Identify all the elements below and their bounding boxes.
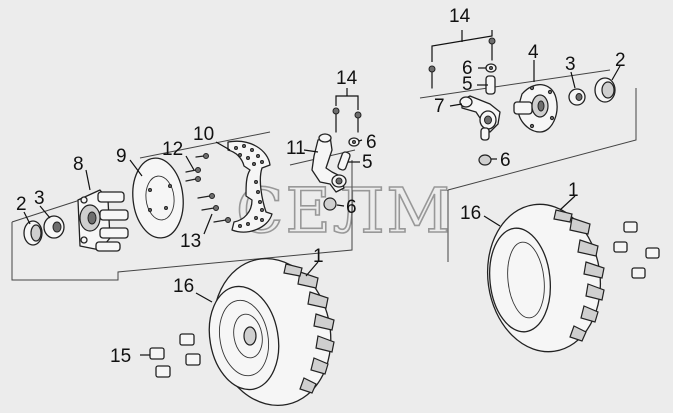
callout-15: 15 <box>110 346 131 367</box>
steering-knuckle-right <box>459 95 501 141</box>
lug-nuts-left <box>149 333 201 378</box>
brake-rotor-drilled <box>227 140 273 233</box>
wheel-hub-left <box>77 189 129 252</box>
callout-2a: 2 <box>615 50 626 71</box>
tire-tread-left <box>283 263 335 394</box>
callout-11: 11 <box>286 138 306 159</box>
steering-knuckle-left <box>311 133 347 193</box>
axle-nut-left <box>43 215 65 239</box>
callout-10: 10 <box>193 124 214 145</box>
axle-nut-right <box>568 88 586 106</box>
assembly-boundary-lines <box>11 69 637 281</box>
wheel-hub-right <box>513 84 558 133</box>
tire-tread-right <box>553 209 605 342</box>
callout-16b: 16 <box>173 276 194 297</box>
callout-8: 8 <box>73 154 84 175</box>
callout-9: 9 <box>116 146 127 167</box>
callout-labels: 1 1 2 2 3 3 4 5 5 6 6 6 6 7 8 9 10 11 12… <box>16 6 626 367</box>
bushing-6b <box>323 197 337 211</box>
callout-5b: 5 <box>362 152 373 173</box>
callout-6c: 6 <box>500 150 511 171</box>
callout-12: 12 <box>162 139 183 160</box>
lug-nuts-right <box>613 221 660 279</box>
washer-6a <box>348 137 360 147</box>
callout-5a: 5 <box>462 74 473 95</box>
dust-cap-right <box>594 77 616 103</box>
callout-6a: 6 <box>462 58 473 79</box>
pin-5a <box>337 151 351 171</box>
disc-bolts-upper <box>185 153 209 182</box>
callout-4: 4 <box>528 42 539 63</box>
disc-bolts-lower <box>197 193 231 223</box>
rotor-holes <box>234 144 264 228</box>
callout-1a: 1 <box>568 180 579 201</box>
callout-1b: 1 <box>313 246 324 267</box>
bolts-14-right <box>428 37 496 89</box>
washer-6c <box>485 63 497 73</box>
callout-3b: 3 <box>34 188 45 209</box>
dust-cap-left <box>23 220 43 246</box>
callout-6b: 6 <box>366 132 377 153</box>
callout-3a: 3 <box>565 54 576 75</box>
wheel-left <box>208 257 335 407</box>
callout-14b: 14 <box>336 68 358 89</box>
callout-14a: 14 <box>449 6 471 27</box>
callout-2b: 2 <box>16 194 27 215</box>
callout-16a: 16 <box>460 203 481 224</box>
callout-6d: 6 <box>346 197 357 218</box>
bushing-6d <box>478 154 492 166</box>
callout-7: 7 <box>434 96 445 117</box>
bolts-14-left <box>332 107 362 133</box>
callout-13: 13 <box>180 231 201 252</box>
leader-lines <box>23 30 621 356</box>
brake-disc-left <box>132 157 184 239</box>
wheel-right <box>486 203 605 353</box>
